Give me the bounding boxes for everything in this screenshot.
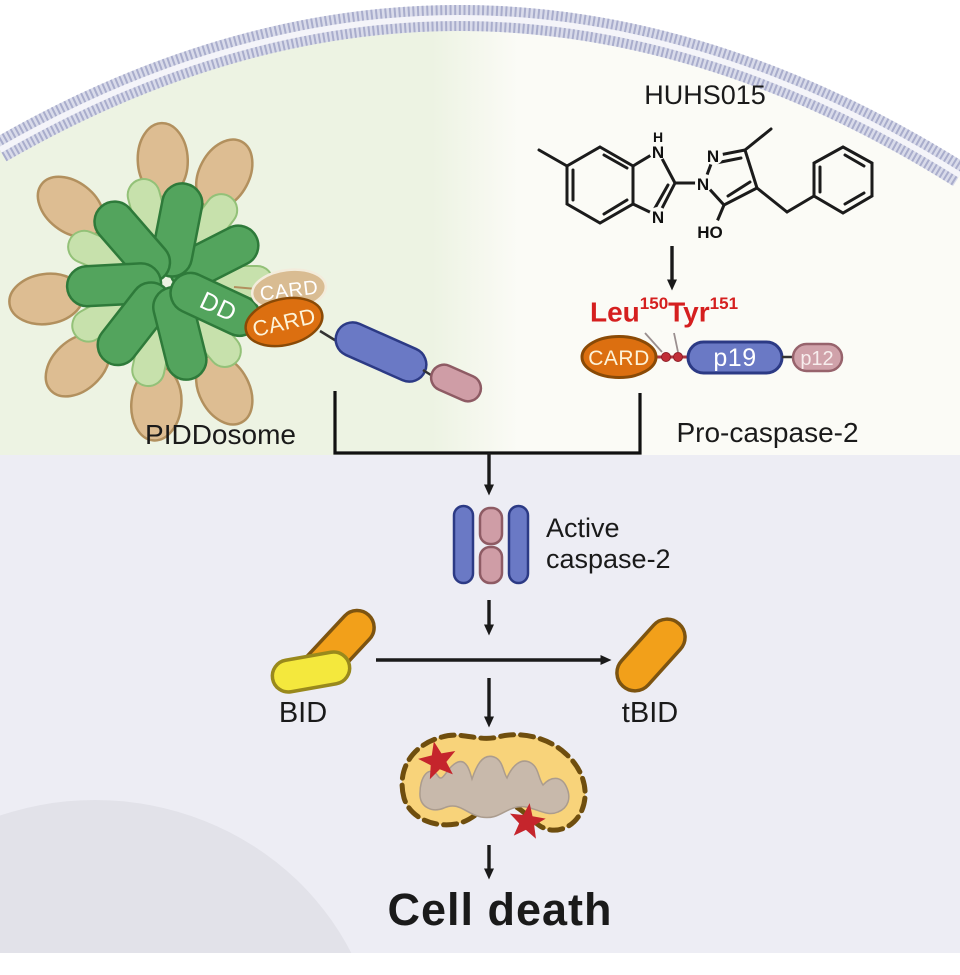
atom-label-ho: HO (697, 223, 723, 242)
cleavage-res1-num: 150 (639, 294, 669, 313)
active-caspase2-icon (452, 504, 530, 585)
momp-star-icon (418, 741, 456, 780)
cleavage-res2: Tyr (668, 296, 710, 328)
cleavage-site-label: Leu150Tyr151 (590, 294, 739, 329)
mitochondrion-cristae (419, 755, 570, 819)
p19-domain: p19 (686, 340, 784, 375)
atom-label-pyrazole-n1: N (697, 175, 709, 194)
bound-caspase2-icon: CARD CARD (233, 268, 483, 403)
pro-caspase2-icon: CARD p19 p12 (580, 332, 844, 379)
piddosome-label: PIDDosome (145, 419, 296, 450)
svg-text:CARD: CARD (588, 347, 650, 370)
cleavage-dot (661, 352, 671, 362)
atom-label-h: H (653, 129, 663, 145)
huhs015-structure-icon: H N N N N HO (537, 127, 874, 243)
cell-membrane-icon (0, 5, 960, 187)
mitochondrion-icon (399, 732, 588, 839)
bid-icon (270, 608, 376, 694)
svg-text:p19: p19 (713, 344, 756, 372)
cell-death-label: Cell death (387, 884, 613, 935)
nucleus (0, 800, 362, 975)
cleavage-res1: Leu (590, 296, 640, 328)
p12-domain: p12 (791, 342, 844, 373)
active-caspase2-line2: caspase-2 (546, 544, 671, 575)
card-domain-orange-pro: CARD (580, 335, 658, 379)
compound-label: HUHS015 (644, 80, 766, 110)
tbid-icon (615, 617, 687, 693)
momp-star-icon (509, 803, 546, 839)
atom-label-n1h: N (652, 143, 664, 162)
small-subunit-capsule (429, 363, 483, 403)
card-domain-orange-bound: CARD (244, 296, 324, 348)
pro-caspase2-label: Pro-caspase-2 (676, 417, 859, 448)
bid-label: BID (278, 697, 328, 729)
cleavage-res2-num: 151 (709, 294, 739, 313)
atom-label-pyrazole-n2: N (707, 147, 719, 166)
bottom-margin (0, 953, 960, 975)
active-caspase2-line1: Active (546, 513, 620, 543)
svg-text:p12: p12 (800, 348, 833, 370)
atom-label-n3: N (652, 208, 664, 227)
pidd-ovals (8, 121, 254, 442)
tbid-label: tBID (621, 697, 679, 729)
cleavage-dot (673, 352, 683, 362)
